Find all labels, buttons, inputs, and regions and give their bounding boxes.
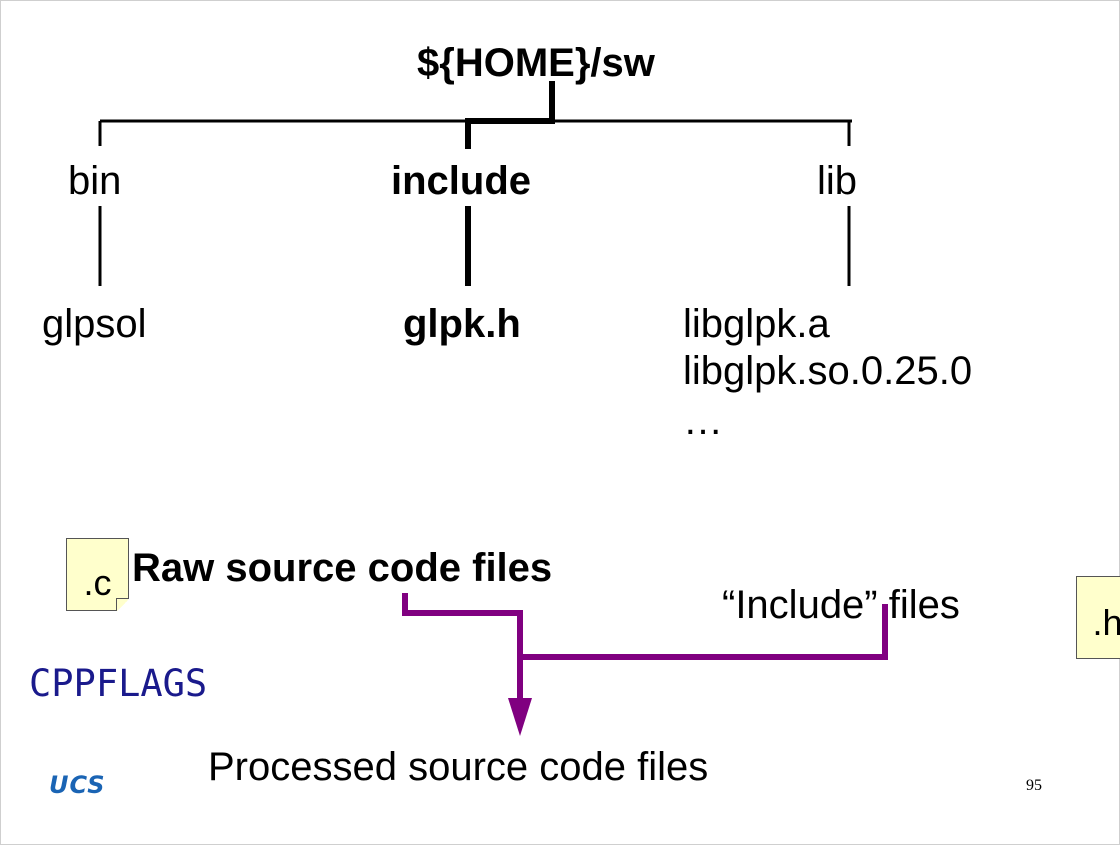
lib-file-static: libglpk.a	[683, 302, 830, 346]
glpk-header-file-label: glpk.h	[403, 302, 521, 346]
ucs-logo: UCS	[49, 771, 106, 799]
lib-file-shared: libglpk.so.0.25.0	[683, 349, 973, 393]
lib-dir-label: lib	[817, 159, 858, 203]
page-fold	[116, 598, 129, 611]
root-dir-label: ${HOME}/sw	[417, 41, 655, 85]
include-dir-label: include	[391, 159, 532, 203]
page-number: 95	[1026, 777, 1042, 794]
glpsol-file-label: glpsol	[42, 302, 147, 346]
cppflags-label: CPPFLAGS	[29, 662, 208, 705]
lib-file-ellipsis: …	[683, 399, 723, 443]
c-file-note-label: .c	[83, 562, 112, 603]
raw-source-files-label: Raw source code files	[132, 546, 553, 590]
c-file-note-icon: .c	[66, 538, 129, 611]
h-file-note-icon: .h	[1076, 576, 1120, 659]
include-flow-arrow	[402, 593, 888, 701]
include-files-label: “Include” files	[722, 583, 960, 627]
bin-dir-label: bin	[68, 159, 122, 203]
arrow-head	[508, 698, 532, 736]
h-file-note-label: .h	[1092, 602, 1120, 643]
processed-source-files-label: Processed source code files	[208, 745, 709, 789]
